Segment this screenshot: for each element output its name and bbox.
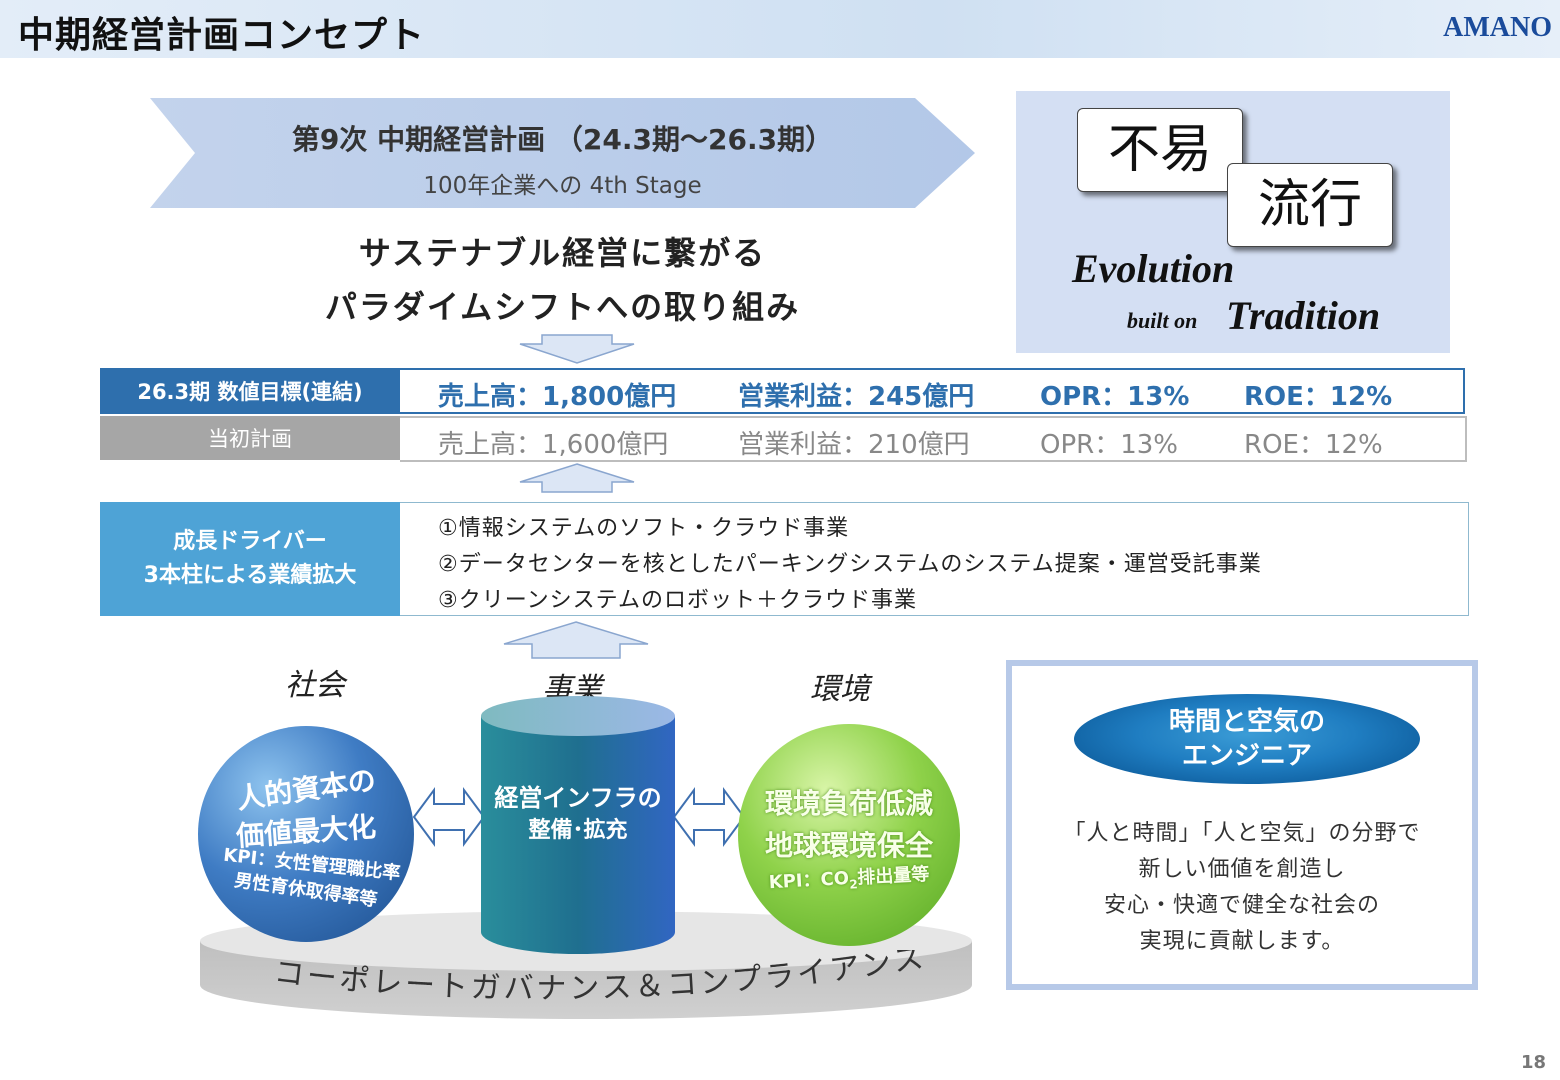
engineer-text-2: 新しい価値を創造し [1138, 857, 1346, 882]
engineer-title: 時間と空気の エンジニア [1074, 705, 1420, 773]
business-line2: 整備･拡充 [528, 818, 628, 843]
engineer-title-line1: 時間と空気の [1168, 707, 1325, 737]
target-row [400, 368, 1465, 414]
target-sales: 売上高：1,800億円 [438, 382, 677, 412]
initial-plan-label: 当初計画 [100, 416, 400, 460]
up-arrow-icon [519, 463, 635, 493]
initial-plan-row [400, 416, 1467, 462]
headline-line1: サステナブル経営に繋がる [358, 234, 767, 272]
plan-title: 第9次 中期経営計画 （24.3期〜26.3期） [291, 123, 834, 156]
headline-line2: パラダイムシフトへの取り組み [324, 288, 801, 326]
driver-item-2: ②データセンターを核としたパーキングシステムのシステム提案・運営受託事業 [438, 552, 1262, 577]
driver-item-1: ①情報システムのソフト・クラウド事業 [438, 516, 850, 541]
growth-driver-label: 成長ドライバー 3本柱による業績拡大 [100, 502, 400, 616]
environment-line2: 地球環境保全 [764, 829, 933, 862]
driver-item-3: ③クリーンシステムのロボット＋クラウド事業 [438, 588, 917, 613]
tradition-text: Tradition [1226, 293, 1381, 338]
target-op-profit: 営業利益：245億円 [738, 382, 975, 412]
initial-roe: ROE：12% [1244, 430, 1383, 460]
kanji-card-ryuko: 流行 [1227, 163, 1393, 247]
double-arrow-icon-left [412, 786, 486, 848]
environment-line1: 環境負荷低減 [764, 787, 933, 820]
business-line1: 経営インフラの [494, 784, 662, 812]
environment-circle: 環境負荷低減 地球環境保全 KPI：CO2排出量等 [738, 724, 960, 946]
amano-logo: AMANO [1443, 12, 1552, 43]
plan-subtitle: 100年企業への 4th Stage [423, 173, 702, 199]
down-arrow-icon [519, 334, 635, 364]
engineer-text-3: 安心・快適で健全な社会の [1103, 893, 1380, 918]
society-circle: 人的資本の 価値最大化 KPI：女性管理職比率 男性育休取得率等 [198, 726, 414, 942]
built-on-text: built on [1127, 308, 1198, 333]
driver-label-line1: 成長ドライバー [173, 529, 327, 554]
svg-text:コーポレートガバナンス＆コンプライアンス: コーポレートガバナンス＆コンプライアンス [272, 950, 928, 1006]
engineer-text-1: 「人と時間」「人と空気」の分野で [1063, 821, 1421, 846]
header-bar [0, 0, 1560, 58]
evolution-text: Evolution [1072, 246, 1235, 291]
page-number: 18 [1520, 1052, 1546, 1073]
category-environment: 環境 [810, 672, 870, 707]
plan-chevron [150, 98, 975, 208]
engineer-badge [1074, 694, 1420, 784]
engineer-text-4: 実現に貢献します。 [1139, 929, 1345, 954]
page-title: 中期経営計画コンセプト [18, 15, 426, 56]
initial-opr: OPR：13% [1040, 430, 1178, 460]
growth-driver-box [400, 502, 1469, 616]
governance-text-svg: コーポレートガバナンス＆コンプライアンス [272, 950, 928, 1006]
engineer-title-line2: エンジニア [1181, 741, 1312, 771]
business-cylinder [481, 696, 675, 954]
category-society: 社会 [285, 668, 345, 703]
double-arrow-icon-right [672, 786, 746, 848]
environment-kpi-prefix: KPI：CO [768, 868, 850, 894]
driver-label-line2: 3本柱による業績拡大 [143, 563, 357, 588]
target-opr: OPR：13% [1040, 382, 1190, 412]
governance-text: コーポレートガバナンス＆コンプライアンス [272, 950, 925, 1006]
target-roe: ROE：12% [1244, 382, 1393, 412]
initial-op-profit: 営業利益：210億円 [738, 430, 970, 460]
environment-kpi: KPI：CO2排出量等 [737, 858, 960, 897]
kanji-card-fueki: 不易 [1077, 108, 1243, 192]
target-label: 26.3期 数値目標(連結) [100, 368, 400, 414]
initial-sales: 売上高：1,600億円 [438, 430, 669, 460]
environment-kpi-suffix: 排出量等 [856, 863, 930, 889]
up-arrow-icon-large [503, 621, 649, 659]
